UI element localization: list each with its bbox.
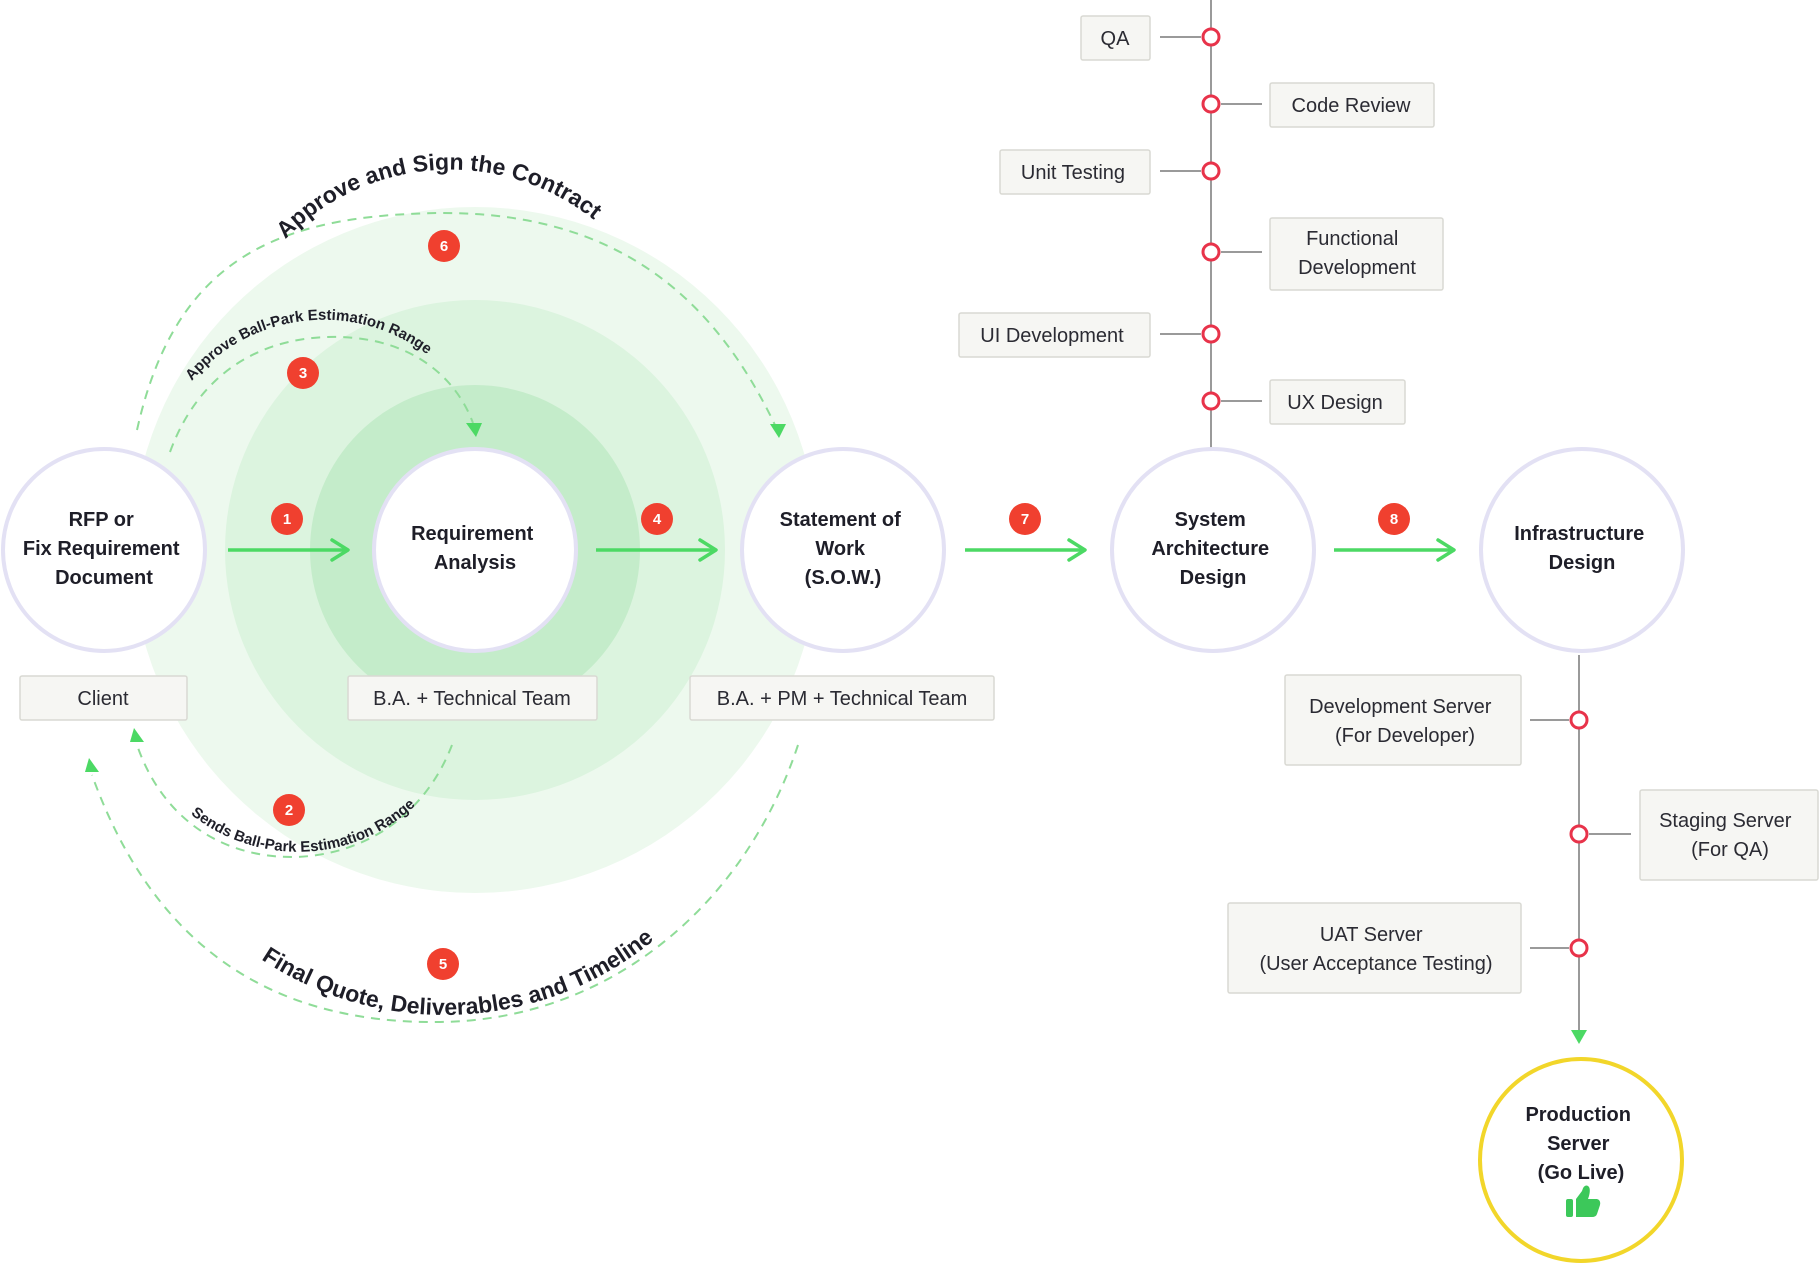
timeline-marker [1569,938,1589,958]
role-label-ba-pm-tech: B.A. + PM + Technical Team [689,675,995,721]
node-circle [1,447,207,653]
node-circle [740,447,946,653]
node-requirement-analysis: Requirement Analysis [372,447,578,653]
node-label: System Architecture Design [1151,509,1274,589]
node-statement-of-work: Statement of Work (S.O.W.) [740,447,946,653]
server-label: UAT Server (User Acceptance Testing) [1259,924,1492,975]
feedback-arcs [91,211,799,1024]
node-circle [1110,447,1316,653]
server-box-uat [1227,902,1522,994]
arrow-head-icon [1436,538,1456,562]
stage-box-ui-development [958,312,1151,358]
stage-box-code-review [1269,82,1435,128]
arc-step3-line [169,335,474,453]
node-infrastructure: Infrastructure Design [1479,447,1685,653]
arc-arrowheads [85,423,786,772]
arrow-head-icon [1067,538,1087,562]
arrow-head-icon [698,538,718,562]
timeline-marker [1201,27,1221,47]
step-number: 8 [1390,511,1398,528]
step-number: 6 [440,238,448,255]
stage-box-unit-testing [999,149,1151,195]
server-label: Staging Server (For QA) [1659,810,1797,861]
node-circle [1478,1057,1684,1263]
arc-step6-line [136,211,776,431]
arc-step5-line [91,744,799,1024]
step-badge-8: 8 [1378,503,1410,535]
label-box [689,675,995,721]
label-text: Client [77,688,129,710]
process-arrows [228,538,1456,562]
arrowhead-icon [1571,1030,1587,1044]
step-badges: 1 2 3 4 5 6 7 8 [271,230,1410,980]
stage-label: UX Design [1287,392,1383,414]
step-number: 5 [439,956,447,973]
stage-label: Code Review [1292,95,1412,117]
arc-label-step5: Final Quote, Deliverables and Timeline [258,923,657,1020]
step-badge-4: 4 [641,503,673,535]
server-box-development [1284,674,1522,766]
step-number: 3 [299,365,307,382]
label-text: B.A. + Technical Team [373,688,571,710]
step-badge-3: 3 [287,357,319,389]
server-label: Development Server (For Developer) [1309,696,1497,747]
timeline-marker [1201,242,1221,262]
timeline-marker [1201,391,1221,411]
timeline-marker [1201,94,1221,114]
role-label-client: Client [19,675,188,721]
stage-box-functional-development [1269,217,1444,291]
node-circle [372,447,578,653]
server-box-staging [1639,789,1819,881]
process-nodes: RFP or Fix Requirement Document Requirem… [1,447,1685,1263]
node-system-architecture: System Architecture Design [1110,447,1316,653]
arrowhead-icon [770,424,786,438]
label-text: B.A. + PM + Technical Team [717,688,968,710]
arc-step2-line [136,744,453,859]
stage-label: UI Development [980,325,1124,347]
stage-box-ux-design [1269,379,1406,425]
timeline-marker [1569,710,1589,730]
stage-label: Unit Testing [1021,162,1125,184]
server-timeline: Development Server (For Developer) Stagi… [1227,674,1819,994]
step-badge-1: 1 [271,503,303,535]
step-number: 4 [653,511,662,528]
stage-label: Functional Development [1298,228,1416,279]
step-number: 7 [1021,511,1029,528]
node-label: Infrastructure Design [1514,523,1650,574]
step-badge-5: 5 [427,948,459,980]
arrowhead-icon [466,423,482,437]
dev-timeline: QA Code Review Unit Testing Functional D… [958,15,1444,425]
role-labels: Client B.A. + Technical Team B.A. + PM +… [19,675,995,721]
role-label-ba-tech: B.A. + Technical Team [347,675,598,721]
label-box [347,675,598,721]
step-badge-2: 2 [273,794,305,826]
timeline-marker [1201,161,1221,181]
thumbs-up-icon [1566,1185,1601,1217]
stage-box-qa [1080,15,1151,61]
node-circle [1479,447,1685,653]
step-badge-6: 6 [428,230,460,262]
arrowhead-icon [130,728,144,742]
node-label: Requirement Analysis [411,523,539,574]
arrowhead-icon [85,758,99,772]
node-label: Statement of Work (S.O.W.) [780,509,907,589]
node-rfp: RFP or Fix Requirement Document [1,447,207,653]
timeline-marker [1201,324,1221,344]
step-badge-7: 7 [1009,503,1041,535]
step-number: 1 [283,511,291,528]
label-box [19,675,188,721]
step-number: 2 [285,802,293,819]
node-label: RFP or Fix Requirement Document [23,509,185,589]
node-label: Production Server (Go Live) [1525,1104,1636,1184]
stage-label: QA [1101,28,1131,50]
node-production-server: Production Server (Go Live) [1478,1057,1684,1263]
timeline-marker [1569,824,1589,844]
arrow-head-icon [330,538,350,562]
